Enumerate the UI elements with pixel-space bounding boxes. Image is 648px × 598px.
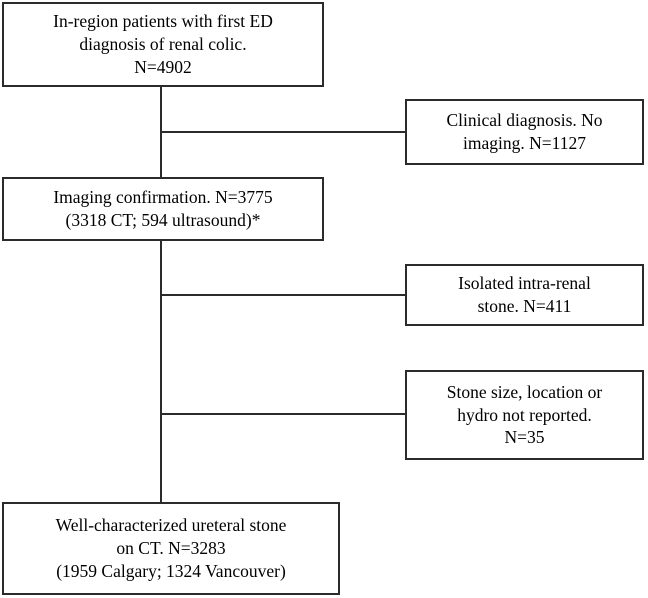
node-exclusion-unreported-characteristics: Stone size, location or hydro not report… <box>405 370 644 460</box>
node-exclusion-clinical-diagnosis: Clinical diagnosis. No imaging. N=1127 <box>405 99 644 165</box>
node-exclusion-clinical-line-1: Clinical diagnosis. No <box>446 110 603 131</box>
connector-branch-unreported-exclusion <box>160 413 405 415</box>
node-cohort-line-2: diagnosis of renal colic. <box>79 34 247 55</box>
node-final-line-1: Well-characterized ureteral stone <box>55 515 287 536</box>
node-exclusion-isolated-line-2: stone. N=411 <box>477 296 572 316</box>
node-final-line-3: (1959 Calgary; 1324 Vancouver) <box>56 560 286 581</box>
connector-branch-clinical-exclusion <box>160 131 405 133</box>
node-final-line-2: on CT. N=3283 <box>116 538 226 559</box>
node-cohort-line-1: In-region patients with first ED <box>53 11 273 32</box>
node-cohort-line-3: N=4902 <box>134 56 192 77</box>
connector-branch-isolated-stone-exclusion <box>160 294 405 296</box>
node-final-cohort: Well-characterized ureteral stone on CT.… <box>2 502 340 595</box>
node-imaging-line-1: Imaging confirmation. N=3775 <box>53 187 273 208</box>
node-imaging-line-2: (3318 CT; 594 ultrasound)* <box>65 210 261 230</box>
node-exclusion-unreported-line-3: N=35 <box>504 427 545 448</box>
node-imaging-confirmation: Imaging confirmation. N=3775 (3318 CT; 5… <box>2 177 324 241</box>
node-cohort: In-region patients with first ED diagnos… <box>2 2 324 87</box>
node-exclusion-isolated-stone: Isolated intra-renal stone. N=411 <box>405 264 644 326</box>
node-exclusion-unreported-line-2: hydro not reported. <box>457 404 592 425</box>
node-exclusion-isolated-line-1: Isolated intra-renal <box>458 273 591 294</box>
connector-imaging-to-final <box>160 241 162 502</box>
node-exclusion-unreported-line-1: Stone size, location or <box>446 381 603 402</box>
node-exclusion-clinical-line-2: imaging. N=1127 <box>463 133 586 153</box>
